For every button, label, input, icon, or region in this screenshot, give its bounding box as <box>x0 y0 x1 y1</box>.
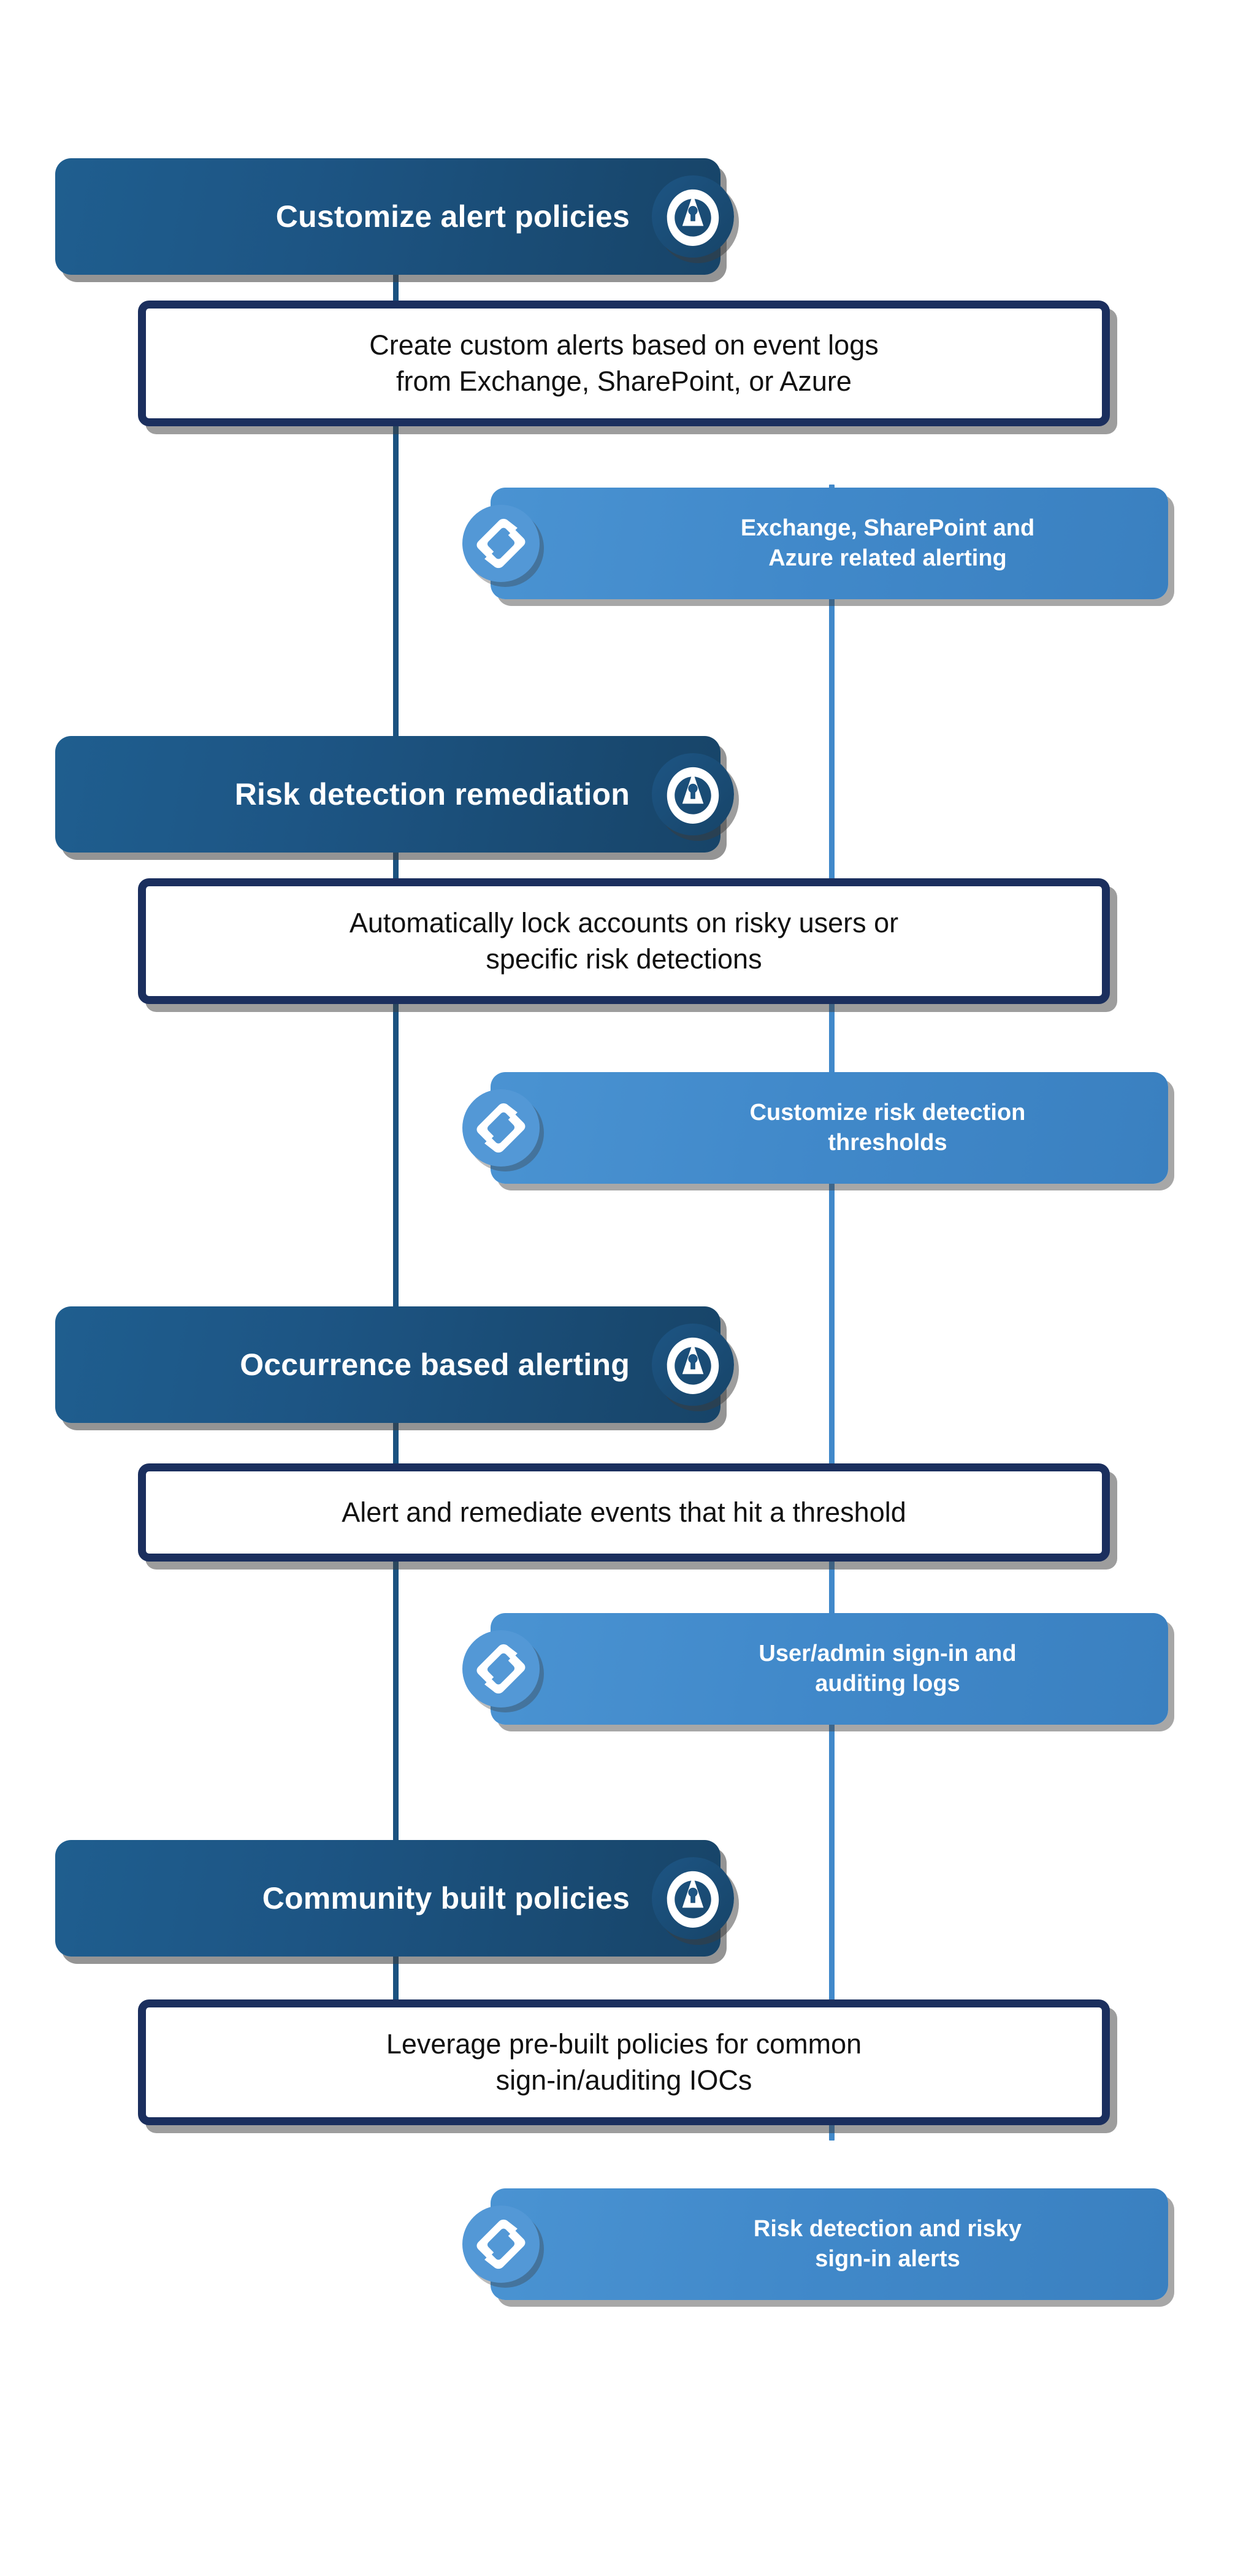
section-2-tag-card[interactable]: Customize risk detection thresholds <box>462 1072 1168 1184</box>
section-1-header-title: Customize alert policies <box>275 199 630 234</box>
section-3-header-title: Occurrence based alerting <box>240 1347 630 1382</box>
swirl-diamond-icon <box>462 2206 540 2283</box>
lock-keyhole-icon <box>652 1324 734 1406</box>
section-2-tag-text: Customize risk detection thresholds <box>607 1098 1168 1157</box>
tag-line: sign-in alerts <box>815 2246 960 2272</box>
lock-keyhole-icon <box>652 753 734 835</box>
section-1-tag-card[interactable]: Exchange, SharePoint and Azure related a… <box>462 488 1168 599</box>
section-4-header-title: Community built policies <box>262 1881 630 1915</box>
tag-line: Customize risk detection <box>749 1100 1026 1126</box>
section-3-tag-text: User/admin sign-in and auditing logs <box>607 1639 1168 1698</box>
swirl-diamond-icon <box>462 505 540 582</box>
tag-line: Risk detection and risky <box>753 2216 1022 2242</box>
tag-line: Exchange, SharePoint and <box>740 515 1035 542</box>
detail-line: Create custom alerts based on event logs <box>369 329 879 361</box>
swirl-diamond-icon <box>462 1089 540 1167</box>
section-3-tag-card[interactable]: User/admin sign-in and auditing logs <box>462 1613 1168 1725</box>
section-2-header-pill[interactable]: Risk detection remediation <box>55 736 734 853</box>
connector-rail-left <box>393 264 399 2006</box>
section-1-detail-card: Create custom alerts based on event logs… <box>138 301 1110 426</box>
section-2-header-title: Risk detection remediation <box>234 777 630 811</box>
detail-line: Automatically lock accounts on risky use… <box>349 907 899 938</box>
section-4-detail-text: Leverage pre-built policies for common s… <box>362 2026 886 2098</box>
swirl-diamond-icon <box>462 1630 540 1708</box>
section-4-detail-card: Leverage pre-built policies for common s… <box>138 1999 1110 2125</box>
connector-rail-right <box>829 485 835 2141</box>
detail-line: specific risk detections <box>486 943 762 975</box>
section-1-detail-text: Create custom alerts based on event logs… <box>345 328 903 399</box>
section-3-header-pill[interactable]: Occurrence based alerting <box>55 1306 734 1423</box>
detail-line: Alert and remediate events that hit a th… <box>342 1496 906 1528</box>
section-4-tag-card[interactable]: Risk detection and risky sign-in alerts <box>462 2188 1168 2300</box>
section-3-detail-text: Alert and remediate events that hit a th… <box>317 1495 931 1531</box>
section-2-detail-text: Automatically lock accounts on risky use… <box>325 905 923 977</box>
lock-keyhole-icon <box>652 1857 734 1939</box>
detail-line: from Exchange, SharePoint, or Azure <box>396 365 852 397</box>
tag-line: auditing logs <box>815 1671 960 1696</box>
lock-keyhole-icon <box>652 175 734 258</box>
section-4-header-pill[interactable]: Community built policies <box>55 1840 734 1957</box>
section-4-tag-text: Risk detection and risky sign-in alerts <box>607 2214 1168 2274</box>
section-1-header-pill[interactable]: Customize alert policies <box>55 158 734 275</box>
tag-line: User/admin sign-in and <box>759 1641 1017 1667</box>
detail-line: sign-in/auditing IOCs <box>495 2064 752 2096</box>
section-1-tag-text: Exchange, SharePoint and Azure related a… <box>607 513 1168 573</box>
section-3-detail-card: Alert and remediate events that hit a th… <box>138 1463 1110 1562</box>
detail-line: Leverage pre-built policies for common <box>386 2028 862 2060</box>
tag-line: thresholds <box>828 1130 947 1156</box>
tag-line: Azure related alerting <box>768 545 1007 571</box>
section-2-detail-card: Automatically lock accounts on risky use… <box>138 878 1110 1004</box>
